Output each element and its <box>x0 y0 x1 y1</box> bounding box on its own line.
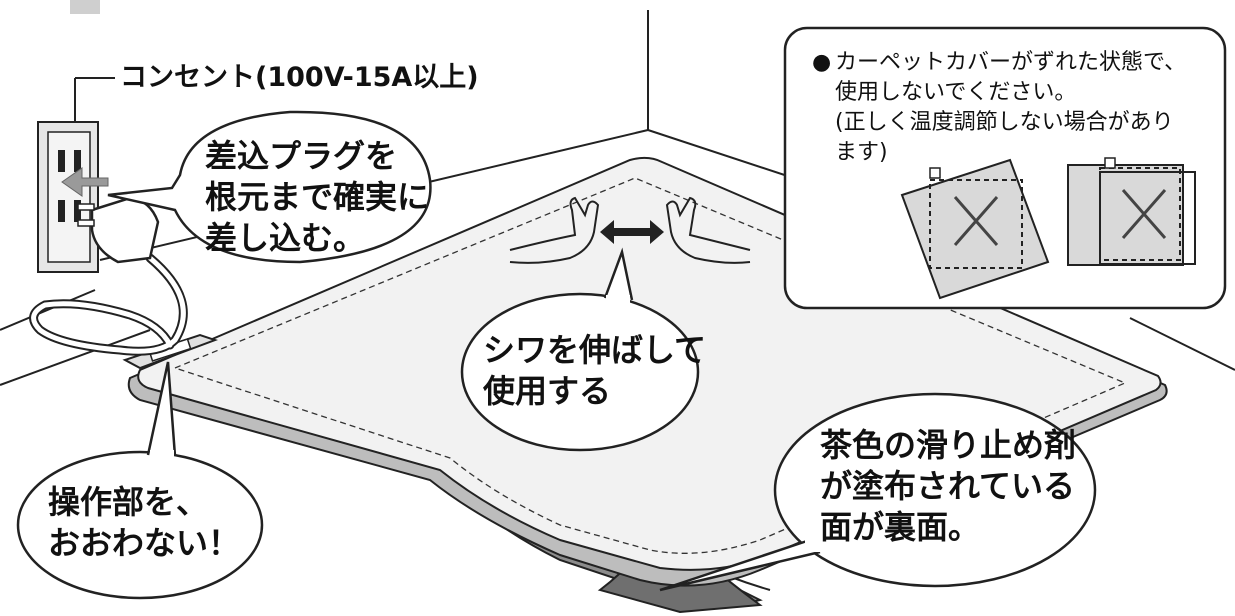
back-side-callout-line: 面が裏面。 <box>820 507 981 546</box>
smooth-callout-text: シワを伸ばして 使用する <box>483 330 706 412</box>
example-rotated-cover <box>900 158 1050 300</box>
control-callout-line: おおわない！ <box>48 523 241 562</box>
notice-line: 使用しないでください。 <box>835 80 1077 106</box>
corner-marker <box>70 0 100 14</box>
insert-arrow-icon <box>61 167 109 197</box>
notice-line: ます) <box>835 140 888 166</box>
control-callout-line: 操作部を、 <box>48 483 209 521</box>
outlet-label: コンセント(100V-15A以上) <box>120 62 479 93</box>
notice-line: (正しく温度調節しない場合があり <box>835 110 1174 136</box>
notice-text: カーペットカバーがずれた状態で、 使用しないでください。 (正しく温度調節しない… <box>835 48 1186 169</box>
smooth-callout-line: 使用する <box>483 371 612 410</box>
plug-callout-line: 根元まで確実に <box>205 177 430 216</box>
back-side-callout-line: が塗布されている <box>820 466 1076 505</box>
double-arrow-icon <box>600 220 664 244</box>
notice-line: カーペットカバーがずれた状態で、 <box>835 50 1187 75</box>
back-side-callout-text: 茶色の滑り止め剤 が塗布されている 面が裏面。 <box>820 425 1076 548</box>
bubble-plug <box>107 110 432 264</box>
control-callout-text: 操作部を、 おおわない！ <box>48 482 240 564</box>
plug-callout-line: 差込プラグを <box>205 137 398 175</box>
hand-left-icon <box>509 196 600 264</box>
cross-icon <box>953 196 999 246</box>
smooth-callout-line: シワを伸ばして <box>483 331 707 369</box>
bubble-control-unit <box>16 361 264 600</box>
bubble-smooth <box>460 247 700 452</box>
example-shifted-cover <box>1067 157 1196 266</box>
notice-bullet-icon: ● <box>812 50 832 75</box>
plug-callout-text: 差込プラグを 根元まで確実に 差し込む。 <box>205 136 429 259</box>
outlet-icon <box>37 121 99 273</box>
bubble-back-side <box>659 392 1097 592</box>
plug-callout-line: 差し込む。 <box>205 218 366 257</box>
hand-right-icon <box>665 196 751 264</box>
notice-box <box>783 26 1227 310</box>
cross-icon <box>1121 189 1167 239</box>
back-side-callout-line: 茶色の滑り止め剤 <box>820 426 1077 464</box>
